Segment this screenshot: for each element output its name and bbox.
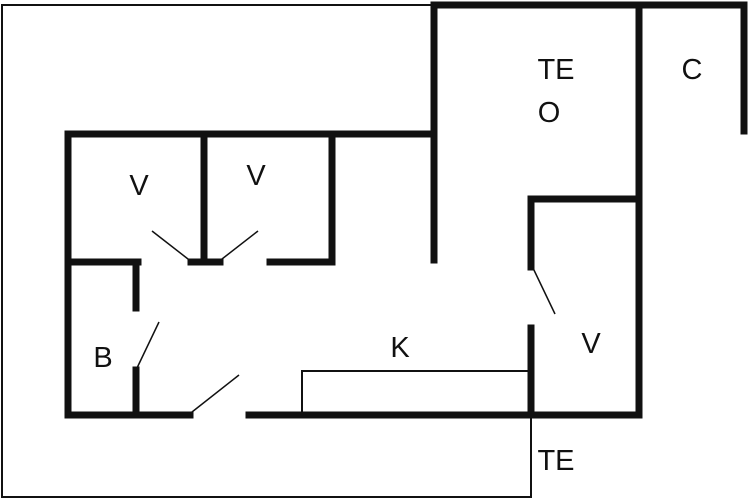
door-bedroom-1[interactable] (151, 230, 189, 260)
room-label-te-bottom: TE (537, 445, 574, 477)
room-label-c: C (682, 54, 703, 86)
kitchen-counter (301, 370, 531, 414)
room-label-v3: V (581, 328, 601, 360)
door-bedroom-3[interactable] (532, 267, 556, 315)
door-entrance[interactable] (191, 374, 240, 413)
room-label-k: K (390, 332, 410, 364)
door-swings (136, 230, 556, 413)
door-bathroom[interactable] (136, 321, 160, 369)
walls (64, 1, 748, 419)
room-label-te-top: TE (537, 54, 574, 86)
room-label-b: B (93, 342, 112, 374)
room-label-o: O (538, 97, 561, 129)
room-label-v2: V (246, 160, 266, 192)
room-label-v1: V (129, 170, 149, 202)
door-bedroom-2[interactable] (221, 230, 259, 260)
thin-boundary-lines (1, 4, 532, 498)
room-labels: TE O C V V B K V TE (93, 54, 702, 477)
plot-boundary (1, 4, 532, 498)
